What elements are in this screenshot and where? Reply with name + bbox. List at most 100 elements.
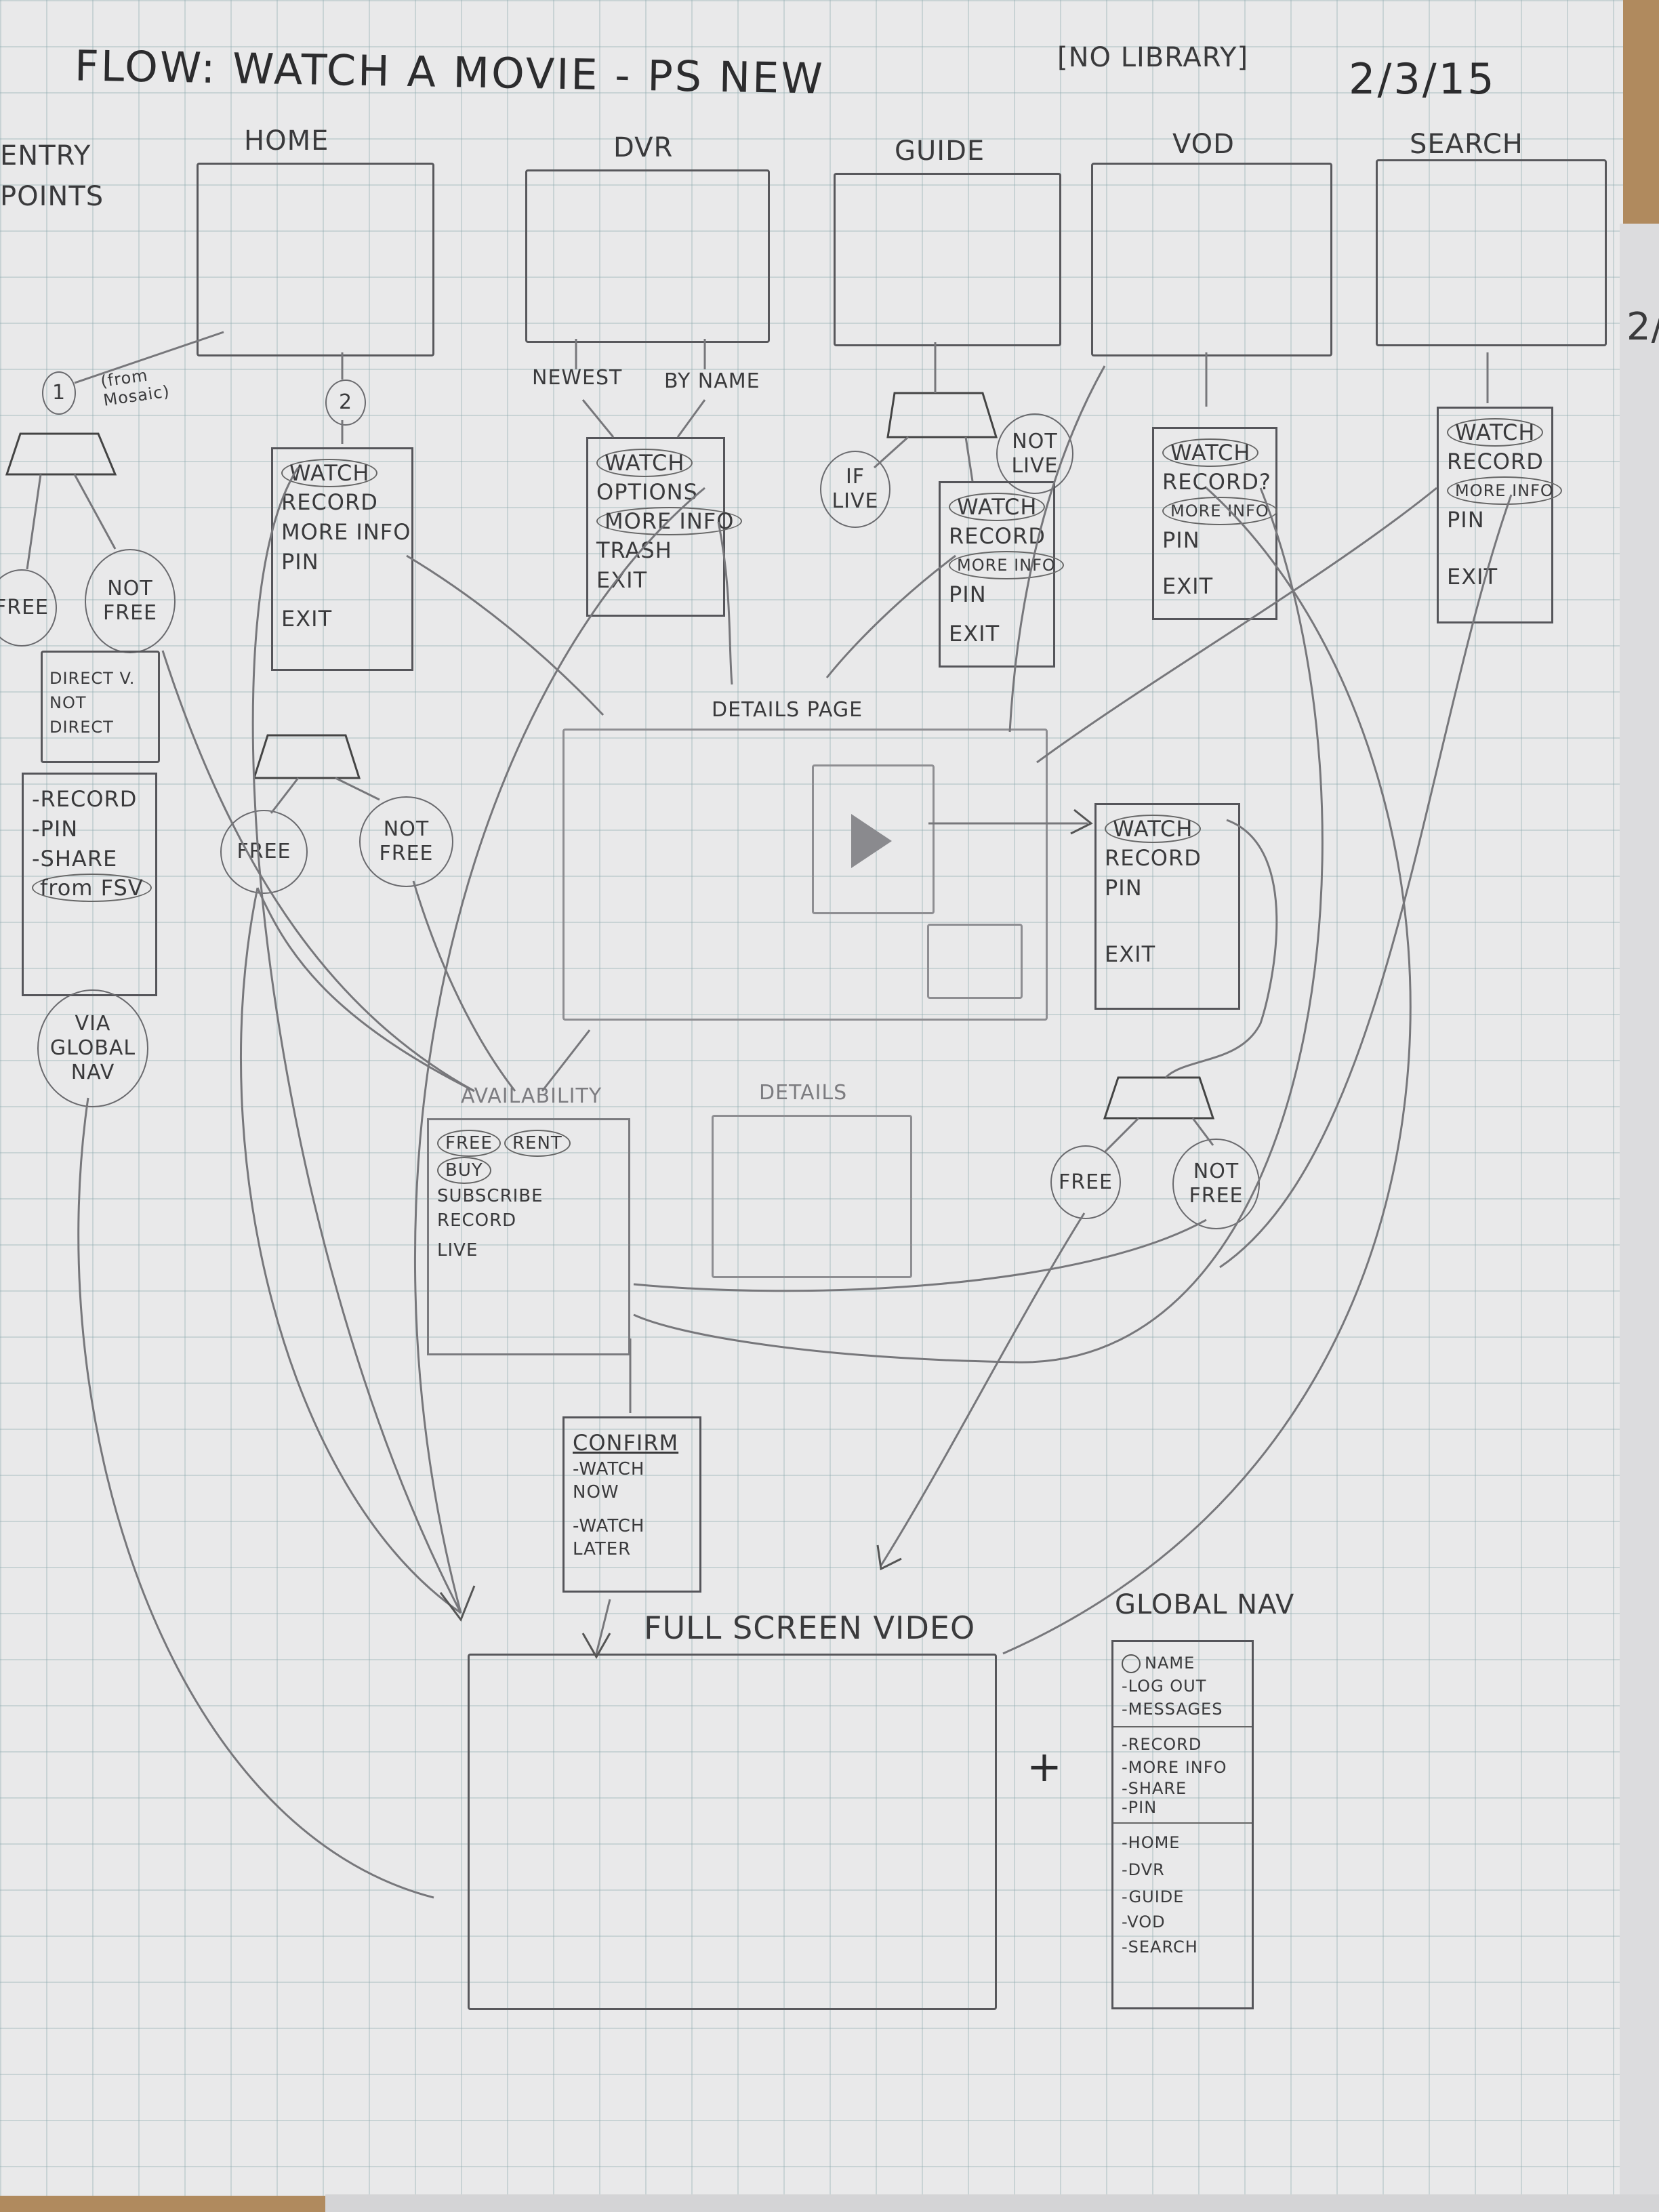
fsv-share[interactable]: -SHARE [32,846,118,872]
marker-2: 2 [325,380,366,426]
side-page-mark: 2/ [1626,305,1659,349]
global-nav-log-out[interactable]: -LOG OUT [1122,1677,1207,1696]
full-screen-video-label: FULL SCREEN VIDEO [644,1610,976,1646]
details-menu-exit[interactable]: EXIT [1105,941,1156,967]
home-decision-trapezoid [252,734,361,779]
availability-subscribe[interactable]: SUBSCRIBE [437,1186,544,1206]
availability-buy[interactable]: BUY [437,1157,491,1184]
home-menu-pin[interactable]: PIN [281,549,319,575]
play-icon[interactable] [851,814,892,868]
details-menu-watch[interactable]: WATCH [1105,815,1202,843]
home-menu-more-info[interactable]: MORE INFO [281,519,411,545]
confirm-watch-now[interactable]: -WATCH NOW [573,1459,645,1502]
arrow [161,650,475,1092]
global-nav-share[interactable]: -SHARE [1122,1779,1187,1798]
arrow [581,399,706,438]
global-nav-record[interactable]: -RECORD [1122,1735,1202,1754]
vod-menu-more-info[interactable]: MORE INFO [1162,497,1277,525]
home-menu-watch[interactable]: WATCH [281,459,378,487]
search-menu-more-info[interactable]: MORE INFO [1447,476,1562,505]
poster-area [812,764,935,914]
availability-free[interactable]: FREE [437,1130,501,1157]
guide-decision-trapezoid [886,392,998,438]
vod-menu-record[interactable]: RECORD? [1162,469,1271,495]
details-decision-trapezoid [1103,1076,1215,1120]
confirm-watch-later[interactable]: -WATCH LATER [573,1516,645,1559]
dvr-menu-exit[interactable]: EXIT [596,567,648,593]
arrow [1002,487,1412,1655]
arrow [251,467,462,1614]
details-not-free-bubble: NOT FREE [1172,1139,1260,1229]
vod-menu: WATCH RECORD? MORE INFO PIN EXIT [1152,427,1277,620]
graph-paper-sheet [0,0,1623,2196]
confirm-box: CONFIRM -WATCH NOW -WATCH LATER [562,1416,701,1593]
details-free-bubble: FREE [1050,1145,1121,1219]
arrow [633,1218,1207,1292]
guide-menu-exit[interactable]: EXIT [949,621,1000,647]
details-box [712,1115,912,1278]
global-nav-name-text: NAME [1145,1654,1195,1673]
guide-menu-record[interactable]: RECORD [949,523,1046,549]
details-menu-pin[interactable]: PIN [1105,875,1143,901]
home-menu-exit[interactable]: EXIT [281,606,333,632]
fsv-record[interactable]: -RECORD [32,786,138,812]
global-nav-search[interactable]: -SEARCH [1122,1938,1198,1957]
availability-box: FREE RENT BUY SUBSCRIBE RECORD LIVE [427,1118,630,1355]
arrow [1164,819,1278,1079]
dvr-menu-watch[interactable]: WATCH [596,449,693,477]
global-nav-vod[interactable]: -VOD [1122,1912,1166,1931]
arrow [77,1097,434,1899]
arrow [1036,487,1437,764]
guide-menu-pin[interactable]: PIN [949,581,987,607]
fsv-pin[interactable]: -PIN [32,816,79,842]
arrow [240,887,462,1614]
guide-menu-more-info[interactable]: MORE INFO [949,551,1064,579]
dvr-screen[interactable] [525,169,770,343]
full-screen-video-box [468,1654,997,2010]
home-screen[interactable] [197,163,434,356]
search-screen[interactable] [1376,159,1607,346]
dvr-menu-options[interactable]: OPTIONS [596,479,698,505]
connector-line [74,331,224,384]
divider [1113,1726,1252,1727]
arrow [1008,365,1106,733]
global-nav-home[interactable]: -HOME [1122,1833,1181,1852]
sketch-date: 2/3/15 [1349,54,1496,104]
screen-label-search: SEARCH [1410,129,1523,160]
details-label: DETAILS [759,1081,848,1105]
home-menu-record[interactable]: RECORD [281,489,378,515]
arrow [541,1029,591,1092]
global-nav-messages[interactable]: -MESSAGES [1122,1700,1223,1719]
marker-1: 1 [42,371,76,415]
plus-sign: + [1027,1742,1064,1791]
availability-rent[interactable]: RENT [504,1130,571,1157]
direct-decision-box: DIRECT v. NOT DIRECT [41,651,160,763]
global-nav-pin[interactable]: -PIN [1122,1798,1158,1817]
divider [1113,1822,1252,1824]
availability-label: AVAILABILITY [461,1084,602,1108]
screen-label-guide: GUIDE [895,136,985,167]
availability-record[interactable]: RECORD [437,1210,517,1231]
home-not-free-bubble: NOT FREE [359,796,453,887]
global-nav-name[interactable]: NAME [1122,1652,1244,1675]
dvr-menu: WATCH OPTIONS MORE INFO TRASH EXIT [586,437,743,617]
search-menu-watch[interactable]: WATCH [1447,418,1544,447]
global-nav-guide[interactable]: -GUIDE [1122,1887,1185,1906]
vod-menu-watch[interactable]: WATCH [1162,438,1259,467]
search-menu-pin[interactable]: PIN [1447,507,1485,533]
guide-screen[interactable] [834,173,1061,346]
global-nav-dvr[interactable]: -DVR [1122,1860,1165,1879]
guide-menu-watch[interactable]: WATCH [949,493,1046,521]
dvr-branch-newest: NEWEST [532,366,623,390]
arrow-head [439,808,1093,1660]
vod-menu-exit[interactable]: EXIT [1162,573,1214,599]
availability-live[interactable]: LIVE [437,1240,478,1261]
details-menu-record[interactable]: RECORD [1105,845,1202,871]
vod-screen[interactable] [1091,163,1332,356]
global-nav-more-info[interactable]: -MORE INFO [1122,1758,1227,1777]
vod-menu-pin[interactable]: PIN [1162,527,1200,553]
search-menu-record[interactable]: RECORD [1447,449,1544,474]
connector-line [270,777,380,814]
entry-points-label: ENTRY POINTS [0,140,104,212]
connector-line [575,339,706,369]
